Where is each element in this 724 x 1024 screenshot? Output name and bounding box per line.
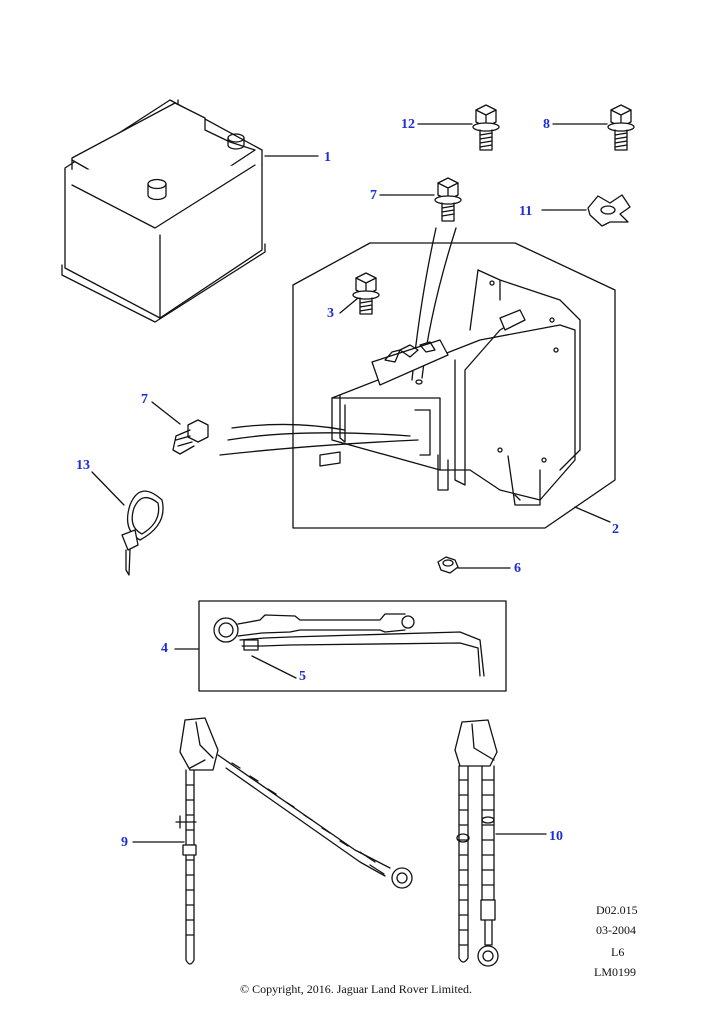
callout-13: 13 <box>76 458 90 473</box>
callout-5: 5 <box>299 669 306 684</box>
level-code: L6 <box>611 945 625 959</box>
callout-9: 9 <box>121 835 128 850</box>
cable-box <box>174 600 507 692</box>
battery-tray <box>319 269 581 506</box>
callout-11: 11 <box>519 204 533 219</box>
clip-11 <box>541 194 631 227</box>
copyright-notice: © Copyright, 2016. Jaguar Land Rover Lim… <box>239 982 473 996</box>
callout-10: 10 <box>549 829 563 844</box>
callout-3: 3 <box>327 306 334 321</box>
callout-4: 4 <box>161 641 168 656</box>
revision-date: 03-2004 <box>596 923 636 937</box>
cable-10 <box>454 719 547 967</box>
callout-6: 6 <box>514 561 521 576</box>
callout-12: 12 <box>401 117 415 132</box>
cable-tie <box>91 471 164 576</box>
cable-9 <box>132 717 413 965</box>
battery <box>61 99 319 323</box>
callout-7-top: 7 <box>370 188 377 203</box>
callout-2: 2 <box>612 522 619 537</box>
callout-7-left: 7 <box>141 392 148 407</box>
bolt-7-left <box>151 401 419 456</box>
callout-8: 8 <box>543 117 550 132</box>
battery-tray-frame <box>292 242 616 529</box>
drawing-number: LM0199 <box>594 965 636 979</box>
bolt-8 <box>552 104 635 151</box>
bolt-3 <box>339 272 380 315</box>
reference-code: D02.015 <box>596 903 638 917</box>
bolt-12 <box>417 104 500 151</box>
nut-6 <box>437 556 511 574</box>
callout-1: 1 <box>324 150 331 165</box>
